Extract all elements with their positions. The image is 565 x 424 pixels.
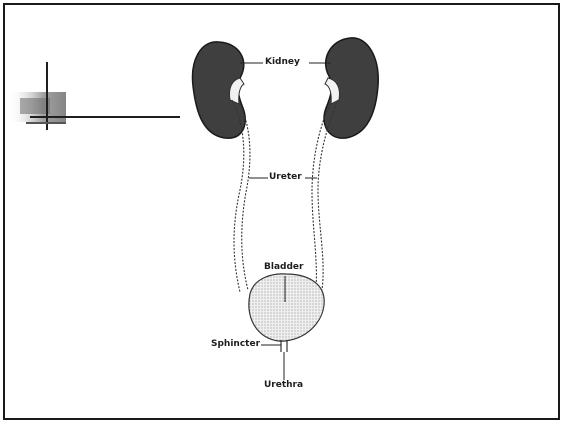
urethra-tube	[281, 340, 287, 352]
crosshair-bullet-icon	[8, 62, 180, 130]
urethra-label: Urethra	[263, 380, 304, 391]
bladder-label: Bladder	[263, 262, 304, 273]
kidney-label: Kidney	[264, 57, 301, 68]
ureter-label: Ureter	[268, 172, 303, 183]
sphincter-label: Sphincter	[210, 339, 261, 350]
bladder	[249, 274, 324, 341]
